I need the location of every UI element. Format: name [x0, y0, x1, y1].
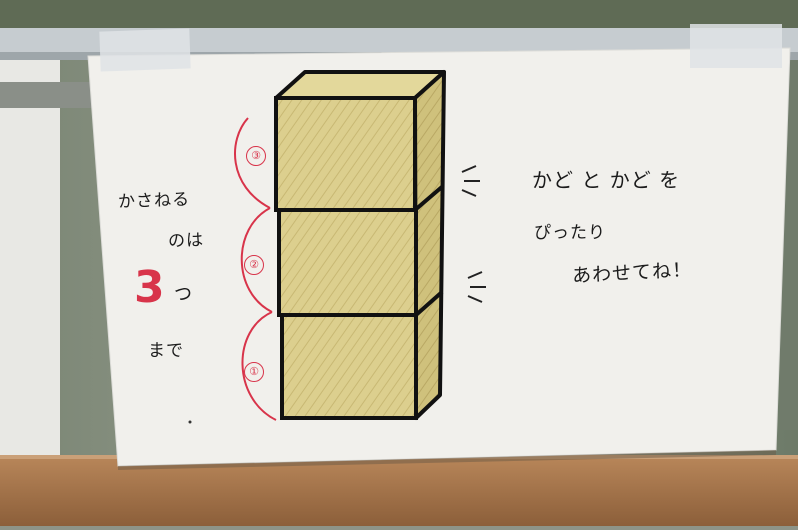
circled-number-2: ②	[244, 255, 264, 275]
note-counter: つ	[174, 284, 193, 305]
note-corners-line-1: かど と かど を	[532, 168, 681, 192]
tape-right	[690, 24, 782, 68]
tick-marks-lower	[467, 271, 486, 303]
left-poster-edge	[0, 60, 60, 465]
note-corners-line-2: ぴったり	[534, 223, 606, 243]
stray-dot	[188, 420, 192, 424]
side-seam-lower	[414, 290, 444, 317]
tick-marks-upper	[461, 165, 480, 197]
note-stack-line-1: かさねる	[117, 189, 191, 213]
circled-number-3: ③	[246, 146, 266, 166]
tape-left	[99, 28, 191, 72]
note-stack-line-2: のは	[167, 230, 205, 252]
brace-2	[240, 207, 273, 313]
paper-shadow	[118, 450, 776, 470]
block-1	[280, 313, 418, 420]
brace-1	[241, 311, 277, 421]
note-stack-line-3: まで	[148, 341, 184, 361]
block-3	[274, 96, 417, 212]
brace-3	[234, 117, 271, 209]
big-number-3: 3	[134, 262, 166, 313]
block-2	[277, 208, 418, 317]
block-side-face	[413, 70, 446, 420]
side-seam-upper	[413, 184, 445, 212]
circled-number-1: ①	[244, 362, 264, 382]
